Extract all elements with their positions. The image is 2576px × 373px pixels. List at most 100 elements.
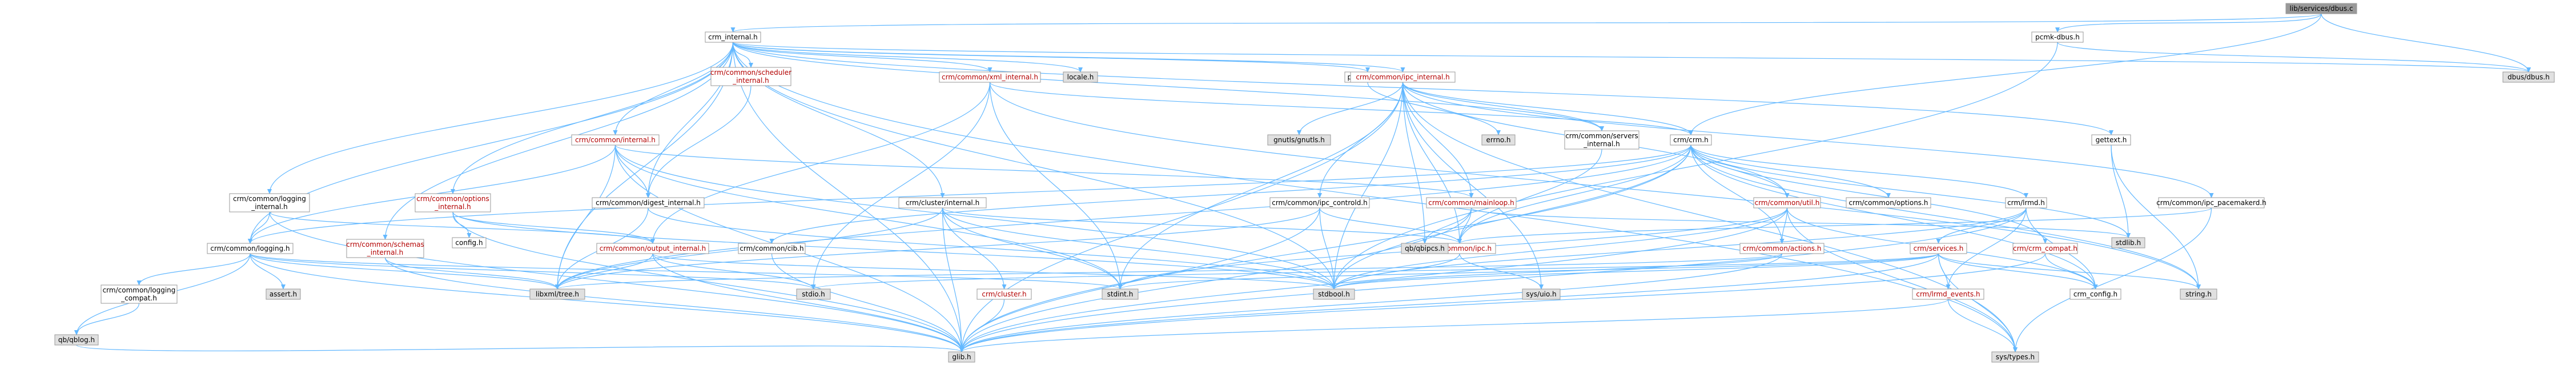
node-dbus-dbus: dbus/dbus.h xyxy=(2502,71,2555,83)
node-xml-internal[interactable]: crm/common/xml_internal.h xyxy=(939,71,1041,83)
include-edge-mainloop-to-stdlib_h xyxy=(1470,207,2131,238)
include-edge-ipc_controld-to-glib_h xyxy=(959,207,1320,352)
node-label: string.h xyxy=(2185,290,2212,298)
node-ipc-pacemakerd[interactable]: crm/common/ipc_pacemakerd.h xyxy=(2156,197,2266,208)
include-edge-ipc_controld-to-common_ipc xyxy=(1319,207,1462,244)
node-config-h[interactable]: config.h xyxy=(452,237,487,248)
node-lrmd-events[interactable]: crm/lrmd_events.h xyxy=(1912,288,1984,300)
node-servers-internal[interactable]: crm/common/servers_internal.h xyxy=(1564,130,1639,150)
include-edge-services_h-to-sys_types xyxy=(1938,253,2018,352)
node-label: glib.h xyxy=(952,353,971,361)
node-cluster-h[interactable]: crm/cluster.h xyxy=(976,288,1032,300)
include-edge-portability-to-errno xyxy=(1367,82,1501,135)
node-box xyxy=(266,288,301,300)
include-edge-crm_h-to-libxml_tree xyxy=(555,145,1691,290)
include-edge-ipc_internal-to-servers_internal xyxy=(1402,82,1604,131)
include-edge-common_actions-to-libxml_tree xyxy=(555,253,1783,290)
node-label: crm/common/output_internal.h xyxy=(600,244,706,252)
node-sched-internal[interactable]: crm/common/scheduler_internal.h xyxy=(710,67,791,86)
node-label: crm/services.h xyxy=(1914,244,1964,252)
node-services-h[interactable]: crm/services.h xyxy=(1910,243,1967,254)
node-box xyxy=(2285,3,2357,14)
include-edge-common_ipc-to-sys_uio xyxy=(1459,253,1544,290)
node-label: crm/common/logging xyxy=(233,195,306,203)
node-crm-compat[interactable]: crm/crm_compat.h xyxy=(2012,243,2078,254)
node-box xyxy=(705,31,761,43)
node-logging-compat[interactable]: crm/common/logging_compat.h xyxy=(101,284,178,304)
node-lrmd-h[interactable]: crm/lrmd.h xyxy=(2005,197,2047,208)
node-label: crm/lrmd_events.h xyxy=(1916,290,1980,298)
node-pcmk-dbus[interactable]: pcmk-dbus.h xyxy=(2031,31,2084,43)
node-cluster-internal[interactable]: crm/cluster/internal.h xyxy=(898,197,987,208)
include-edge-crm_internal-to-logging_internal xyxy=(267,42,734,194)
include-edge-crm_h-to-string_h xyxy=(1690,145,2201,290)
node-schemas-internal[interactable]: crm/common/schemas_internal.h xyxy=(346,239,424,258)
node-box xyxy=(1063,71,1098,83)
node-box xyxy=(1401,243,1449,254)
node-label: crm/common/ipc_internal.h xyxy=(1356,73,1449,81)
include-edge-crm_internal-to-dbus_dbus xyxy=(732,42,2531,73)
node-qbipcs: qb/qbipcs.h xyxy=(1401,243,1449,254)
node-box xyxy=(1912,288,1984,300)
node-ipc-internal[interactable]: crm/common/ipc_internal.h xyxy=(1350,71,1456,83)
node-common-cib[interactable]: crm/common/cib.h xyxy=(738,243,806,254)
include-edge-common_actions-to-stdbool_h xyxy=(1332,253,1783,290)
node-label: _internal.h xyxy=(434,203,471,211)
node-label: crm_internal.h xyxy=(708,33,757,41)
node-mainloop[interactable]: crm/common/mainloop.h xyxy=(1426,197,1517,208)
include-edge-common_internal-to-libxml_tree xyxy=(555,145,616,290)
node-label: libxml/tree.h xyxy=(536,290,579,298)
include-edge-logging_internal-to-output_internal xyxy=(269,211,655,244)
include-edge-ipc_controld-to-libxml_tree xyxy=(555,207,1320,290)
node-ipc-controld[interactable]: crm/common/ipc_controld.h xyxy=(1269,197,1370,208)
node-crm-internal[interactable]: crm_internal.h xyxy=(705,31,761,43)
include-edge-crm_internal-to-servers_internal xyxy=(732,42,1604,131)
node-box xyxy=(101,284,178,304)
include-edge-lrmd_h-to-glib_h xyxy=(959,207,2027,352)
include-edge-pcmk_dbus-to-stdbool_h xyxy=(1332,42,2058,290)
node-common-options[interactable]: crm/common/options.h xyxy=(1846,197,1931,208)
node-label: crm/common/util.h xyxy=(1755,199,1820,207)
include-edge-crm_internal-to-ipc_internal xyxy=(732,42,1405,73)
include-edge-xml_internal-to-string_h xyxy=(989,82,2201,290)
node-digest-internal[interactable]: crm/common/digest_internal.h xyxy=(592,197,705,208)
node-label: _internal.h xyxy=(251,203,287,211)
include-edge-lrmd_h-to-services_h xyxy=(1936,207,2027,244)
node-options-internal[interactable]: crm/common/options_internal.h xyxy=(415,193,491,212)
node-common-internal[interactable]: crm/common/internal.h xyxy=(571,134,660,146)
node-logging-internal[interactable]: crm/common/logging_internal.h xyxy=(229,193,310,212)
include-edge-pcmk_dbus-to-dbus_dbus xyxy=(2057,42,2531,73)
node-stdio-h: stdio.h xyxy=(796,288,831,300)
node-box xyxy=(207,243,294,254)
include-edge-services_h-to-glib_h xyxy=(959,253,1939,352)
node-stdbool-h: stdbool.h xyxy=(1313,288,1355,300)
include-edge-root-to-crm_internal xyxy=(731,13,2322,33)
node-common-actions[interactable]: crm/common/actions.h xyxy=(1739,243,1825,254)
node-box xyxy=(1991,351,2039,363)
include-edge-ipc_internal-to-stdint_h xyxy=(1118,82,1404,290)
node-output-internal[interactable]: crm/common/output_internal.h xyxy=(596,243,709,254)
node-gettext[interactable]: gettext.h xyxy=(2091,134,2131,146)
node-box xyxy=(1481,134,1516,146)
node-box xyxy=(1670,134,1712,146)
include-edge-logging_internal-to-glib_h xyxy=(269,211,964,352)
node-crm-h[interactable]: crm/crm.h xyxy=(1670,134,1712,146)
include-edge-common_logging-to-assert_h xyxy=(250,253,286,290)
node-common-util[interactable]: crm/common/util.h xyxy=(1753,197,1821,208)
node-crm-config[interactable]: crm_config.h xyxy=(2069,288,2121,300)
node-qblog: qb/qblog.h xyxy=(54,334,99,346)
include-edge-common_logging-to-glib_h xyxy=(250,253,964,352)
node-box xyxy=(229,193,310,212)
edge-layer xyxy=(74,13,2531,352)
node-gnutls: gnutls/gnutls.h xyxy=(1267,134,1331,146)
include-edge-ipc_internal-to-qbipcs xyxy=(1402,82,1427,244)
node-box xyxy=(596,243,709,254)
include-edge-options_internal-to-glib_h xyxy=(452,211,964,352)
include-edge-cluster_internal-to-common_ipc xyxy=(942,207,1462,244)
node-label: _internal.h xyxy=(1583,140,1619,148)
node-common-logging[interactable]: crm/common/logging.h xyxy=(207,243,294,254)
include-edge-common_util-to-glib_h xyxy=(959,207,1788,352)
node-root[interactable]: lib/services/dbus.c xyxy=(2285,3,2357,14)
node-box xyxy=(898,197,987,208)
